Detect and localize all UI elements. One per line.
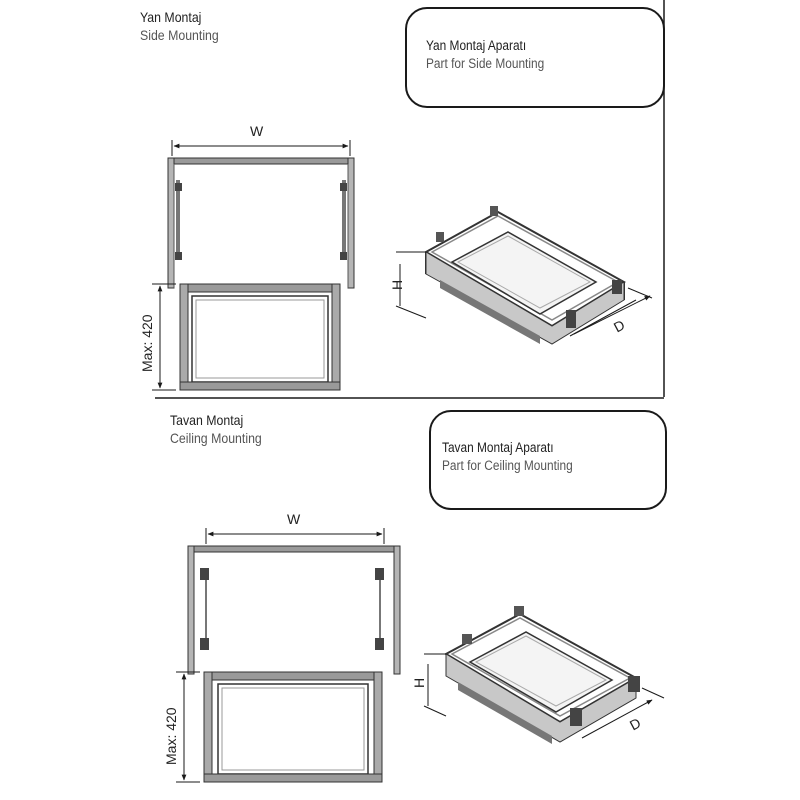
side-mounting-title: Yan Montaj xyxy=(140,9,202,25)
ceiling-part-subtitle: Part for Ceiling Mounting xyxy=(442,458,573,473)
side-front-elevation xyxy=(152,140,355,391)
ceiling-isometric-basket xyxy=(423,606,665,744)
ceiling-dim-height: H xyxy=(411,677,427,688)
side-part-callout xyxy=(405,7,665,108)
side-isometric-basket xyxy=(395,206,653,345)
ceiling-part-title: Tavan Montaj Aparatı xyxy=(442,440,554,455)
ceiling-front-elevation xyxy=(176,528,401,783)
side-dim-width: W xyxy=(250,123,264,139)
side-part-title: Yan Montaj Aparatı xyxy=(426,38,527,53)
side-dim-height: H xyxy=(389,279,405,290)
side-mounting-subtitle: Side Mounting xyxy=(140,27,219,43)
side-part-subtitle: Part for Side Mounting xyxy=(426,56,545,71)
side-dim-max: Max: 420 xyxy=(139,314,155,372)
ceiling-mounting-subtitle: Ceiling Mounting xyxy=(170,430,262,446)
ceiling-dim-max: Max: 420 xyxy=(163,707,179,765)
ceiling-mounting-title: Tavan Montaj xyxy=(170,412,244,428)
ceiling-part-callout xyxy=(429,410,667,510)
ceiling-dim-width: W xyxy=(287,511,301,527)
